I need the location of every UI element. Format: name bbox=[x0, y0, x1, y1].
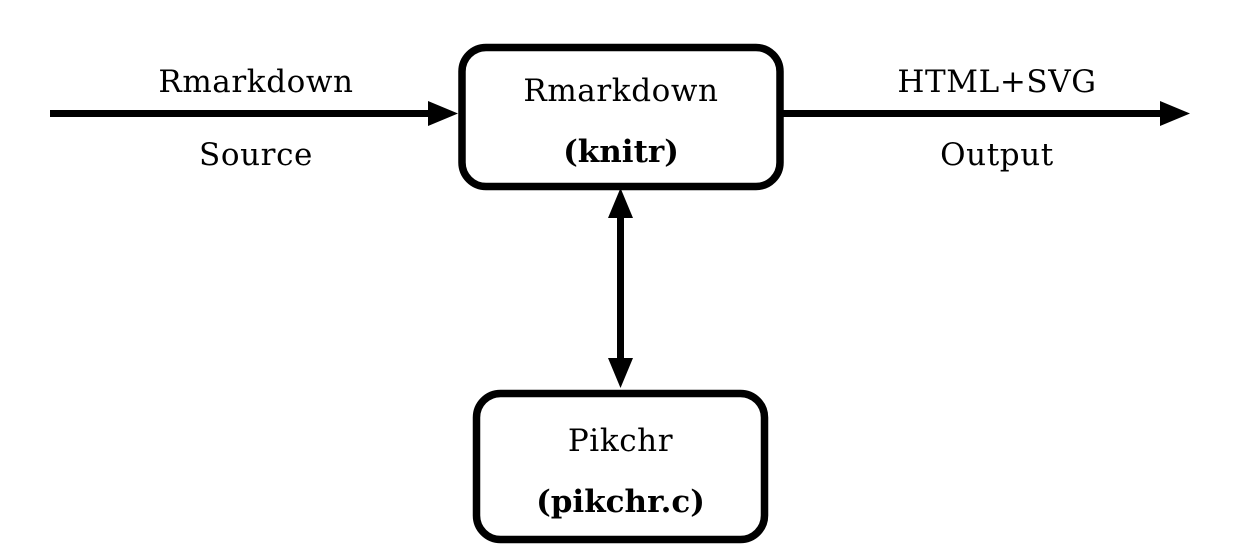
pikchr-box-label-line1: Pikchr bbox=[568, 423, 673, 459]
output-arrow-head-icon bbox=[1160, 101, 1190, 126]
input-arrow-label-below: Source bbox=[199, 137, 313, 173]
pikchr-box-outline bbox=[472, 389, 769, 544]
interchange-arrow-group bbox=[608, 188, 633, 388]
input-arrow-group: Rmarkdown Source bbox=[50, 64, 458, 173]
rmarkdown-box[interactable]: Rmarkdown (knitr) bbox=[458, 43, 784, 191]
rmarkdown-box-outline bbox=[458, 43, 784, 191]
rmarkdown-box-label-line2: (knitr) bbox=[563, 134, 679, 170]
output-arrow-group: HTML+SVG Output bbox=[781, 64, 1190, 173]
input-arrow-head-icon bbox=[428, 101, 458, 126]
input-arrow-label-above: Rmarkdown bbox=[158, 64, 353, 100]
pikchr-box[interactable]: Pikchr (pikchr.c) bbox=[472, 389, 769, 544]
rmarkdown-box-label-line1: Rmarkdown bbox=[523, 73, 718, 109]
output-arrow-label-below: Output bbox=[940, 137, 1054, 173]
interchange-arrow-head-down-icon bbox=[608, 358, 633, 388]
pikchr-box-label-line2: (pikchr.c) bbox=[536, 484, 705, 520]
output-arrow-label-above: HTML+SVG bbox=[897, 64, 1096, 100]
interchange-arrow-head-up-icon bbox=[608, 188, 633, 218]
